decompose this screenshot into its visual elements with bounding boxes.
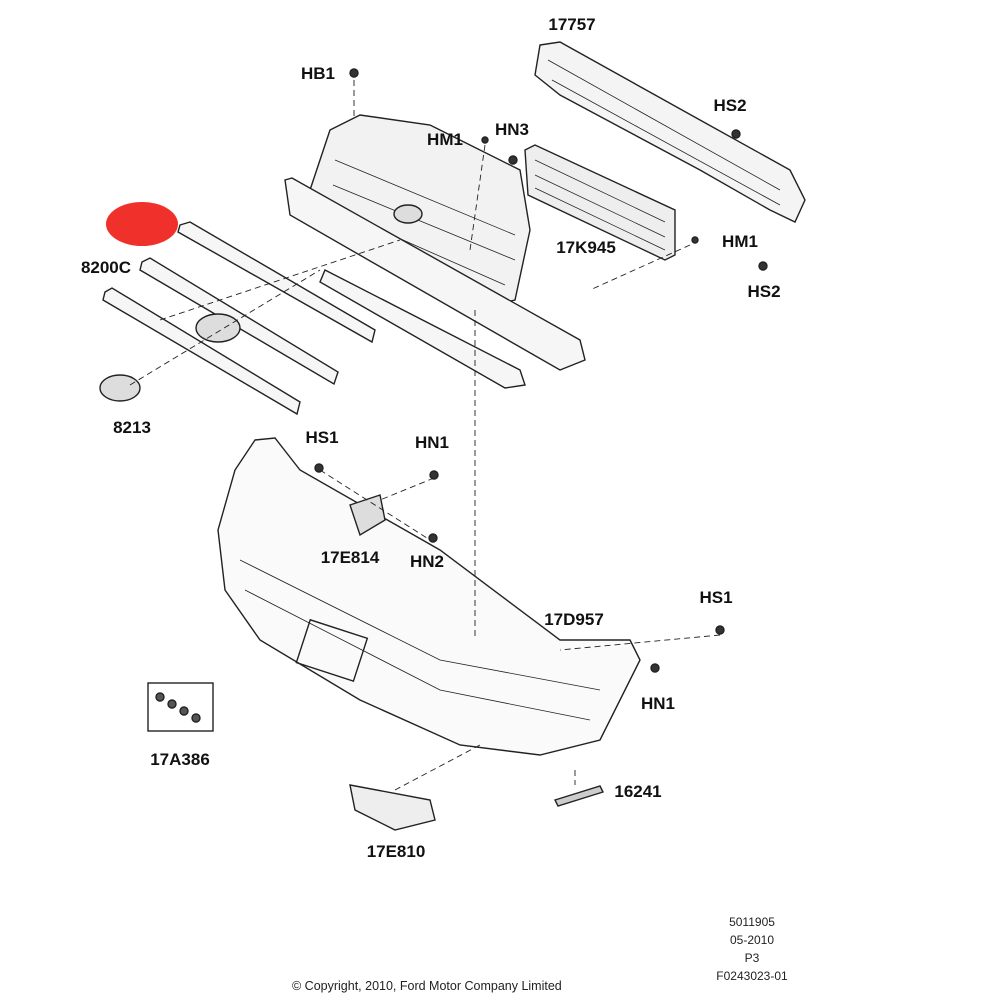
callout-hn3: HN3: [494, 120, 530, 139]
grille-bar-middle: [139, 257, 339, 386]
reflector: [554, 785, 604, 807]
revision-date: 05-2010: [729, 933, 775, 947]
callout-16241: 16241: [614, 782, 662, 801]
bumper-cover: [217, 437, 641, 756]
fastener-kit-box: [147, 682, 214, 732]
bumper-reinforcement: [534, 41, 806, 223]
callout-hs2: HS2: [713, 96, 747, 115]
callout-17k945: 17K945: [556, 238, 616, 257]
callout-17a386: 17A386: [150, 750, 210, 769]
page-code: P3: [744, 951, 760, 965]
emblem: [99, 374, 141, 402]
callout-hn1: HN1: [640, 694, 676, 713]
callout-hb1: HB1: [300, 64, 336, 83]
highlight-marker: [106, 202, 178, 246]
bumper-bracket: [349, 494, 386, 537]
callout-17e814: 17E814: [320, 548, 380, 567]
copyright-notice: © Copyright, 2010, Ford Motor Company Li…: [292, 979, 562, 993]
fasteners: [314, 68, 768, 673]
callout-17d957: 17D957: [544, 610, 604, 629]
callout-8213: 8213: [113, 418, 151, 437]
grille-bar-upper: [177, 221, 376, 344]
callout-8200c: 8200C: [80, 258, 132, 277]
reference-number: 5011905: [729, 915, 775, 929]
callout-17757: 17757: [548, 15, 596, 34]
callout-hm1: HM1: [427, 130, 463, 149]
callout-hm1: HM1: [722, 232, 758, 251]
callout-hn1: HN1: [414, 433, 450, 452]
callout-hs1: HS1: [305, 428, 339, 447]
callout-hs1: HS1: [699, 588, 733, 607]
lower-grille: [524, 144, 676, 261]
grille-bar-lower: [102, 287, 301, 416]
figure-number: F0243023-01: [716, 969, 788, 983]
callout-17e810: 17E810: [366, 842, 426, 861]
fog-lamp-bezel: [349, 784, 436, 831]
callout-hs2: HS2: [747, 282, 781, 301]
callout-hn2: HN2: [409, 552, 445, 571]
